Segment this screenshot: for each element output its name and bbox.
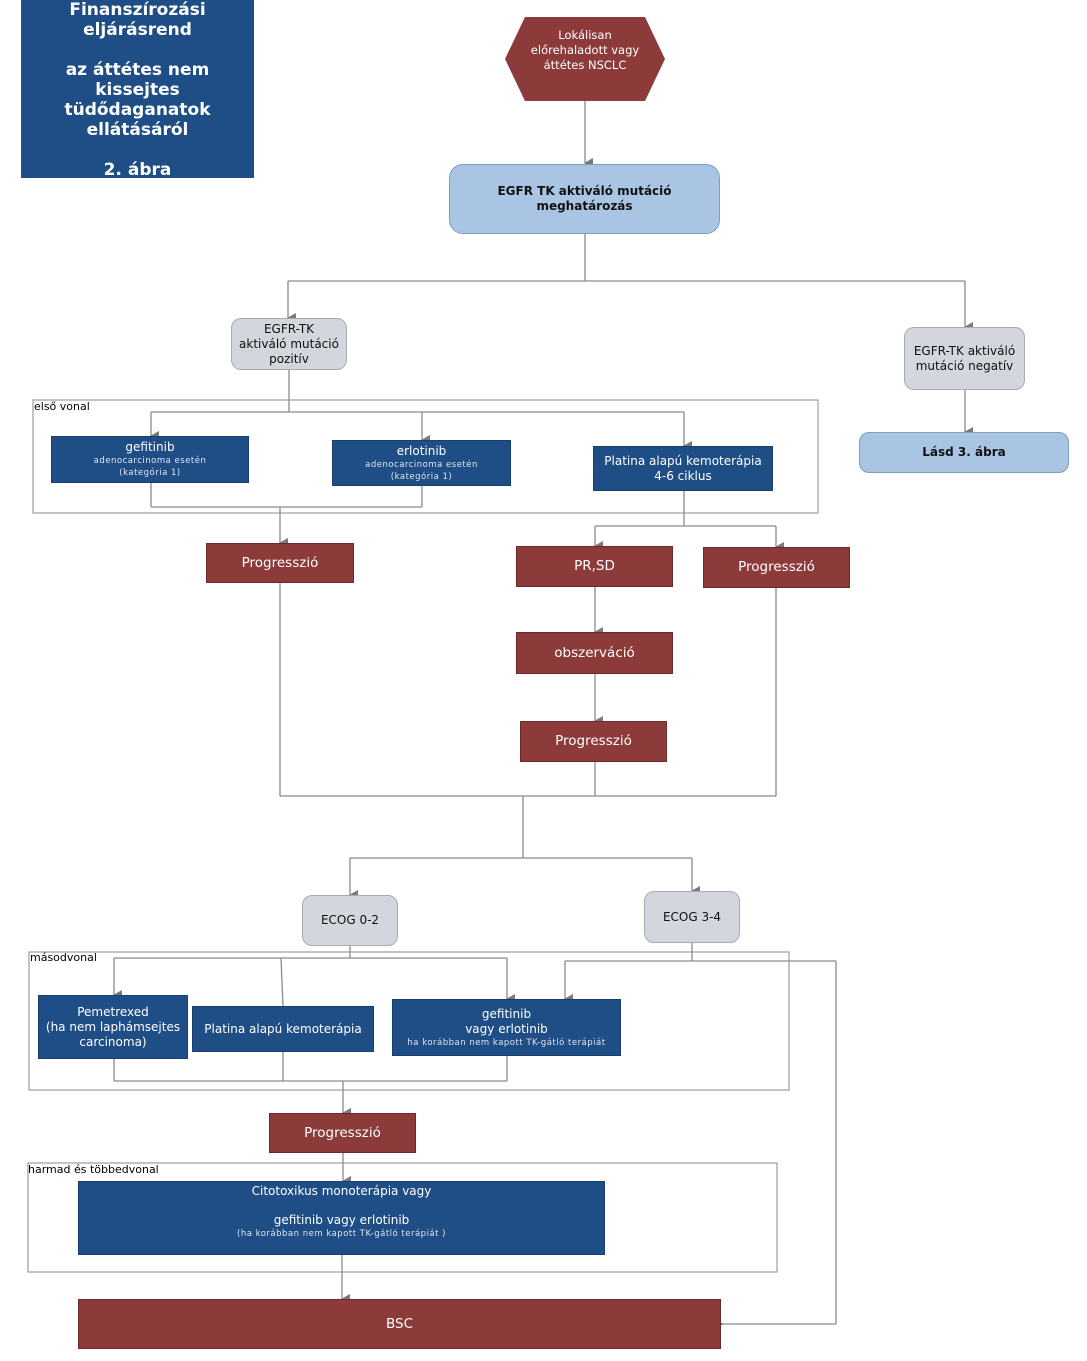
second-line-gefitinib-erlotinib: gefitinib vagy erlotinib ha korábban nem… [392,999,621,1056]
progression-node-right: Progresszió [703,547,850,588]
title-line: tüdődaganatok [64,100,211,120]
node-line: vagy erlotinib [465,1021,548,1036]
drug-note: adenocarcinoma esetén [365,459,478,470]
node-line: mutáció negatív [915,358,1014,373]
node-line: Pemetrexed [77,1004,149,1019]
title-line: eljárásrend [83,20,192,40]
ecog-0-2-node: ECOG 0-2 [302,895,398,946]
node-line: gefitinib vagy erlotinib [273,1213,410,1227]
drug-note: (kategória 1) [119,468,181,478]
drug-note: adenocarcinoma esetén [93,456,207,466]
title-line: az áttétes nem [65,60,210,80]
first-line-platinum-chemo: Platina alapú kemoterápia 4-6 ciklus [593,446,773,491]
egfr-test-node: EGFR TK aktiváló mutáció meghatározás [449,164,720,234]
pr-sd-node: PR,SD [516,546,673,587]
title-line: Finanszírozási [69,0,206,20]
first-line-frame [32,399,819,514]
title-line: kissejtes [95,80,180,100]
third-line-label: harmad és többedvonal [28,1163,159,1176]
egfr-negative-node: EGFR-TK aktiváló mutáció negatív [904,327,1025,390]
egfr-positive-node: EGFR-TK aktiváló mutáció pozitív [231,318,347,370]
node-line: EGFR-TK aktiváló [913,343,1016,358]
see-figure-3-node: Lásd 3. ábra [859,432,1069,473]
start-node-text: Lokálisan előrehaladott vagy áttétes NSC… [515,28,655,73]
drug-name: gefitinib [125,440,175,454]
second-line-label: másodvonal [30,951,97,964]
third-line-frame [27,1162,778,1273]
drug-note: ha korábban nem kapott TK-gátló terápiát [407,1037,606,1048]
drug-note: (ha korábban nem kapott TK-gátló terápiá… [237,1229,446,1239]
node-line: aktiváló mutáció [239,336,339,351]
node-line: (ha nem laphámsejtes [45,1019,181,1034]
title-line: ellátásáról [86,120,189,140]
drug-note: (kategória 1) [390,471,453,482]
node-line: pozitív [269,351,309,366]
progression-node-middle: Progresszió [520,721,667,762]
first-line-label: első vonal [34,400,90,413]
node-line: gefitinib [481,1006,532,1021]
diagram-title: Finanszírozási eljárásrend az áttétes ne… [21,0,254,180]
node-line: Platina alapú kemoterápia [604,453,762,468]
node-line: EGFR-TK [263,321,315,336]
node-line: meghatározás [536,199,633,213]
second-line-platinum-chemo: Platina alapú kemoterápia [192,1006,374,1052]
progression-node-left: Progresszió [206,543,354,583]
figure-number: 2. ábra [103,160,172,180]
third-line-therapy: Citotoxikus monoterápia vagy gefitinib v… [78,1181,605,1255]
observation-node: obszerváció [516,632,673,674]
first-line-erlotinib: erlotinib adenocarcinoma esetén (kategór… [332,440,511,486]
node-line: Citotoxikus monoterápia vagy [251,1184,432,1198]
start-line: előrehaladott vagy [530,43,640,57]
ecog-3-4-node: ECOG 3-4 [644,891,740,943]
node-line: carcinoma) [79,1034,147,1049]
second-line-frame [28,951,790,1091]
drug-name: erlotinib [396,443,447,458]
start-line: áttétes NSCLC [543,58,627,72]
start-line: Lokálisan [558,28,612,42]
node-line: 4-6 ciklus [654,468,712,483]
start-node-hexagon [505,17,665,101]
node-line: EGFR TK aktiváló mutáció [497,184,672,198]
progression-node-bottom: Progresszió [269,1113,416,1153]
bsc-node: BSC [78,1299,721,1349]
first-line-gefitinib: gefitinib adenocarcinoma esetén (kategór… [51,436,249,483]
second-line-pemetrexed: Pemetrexed (ha nem laphámsejtes carcinom… [38,995,188,1059]
